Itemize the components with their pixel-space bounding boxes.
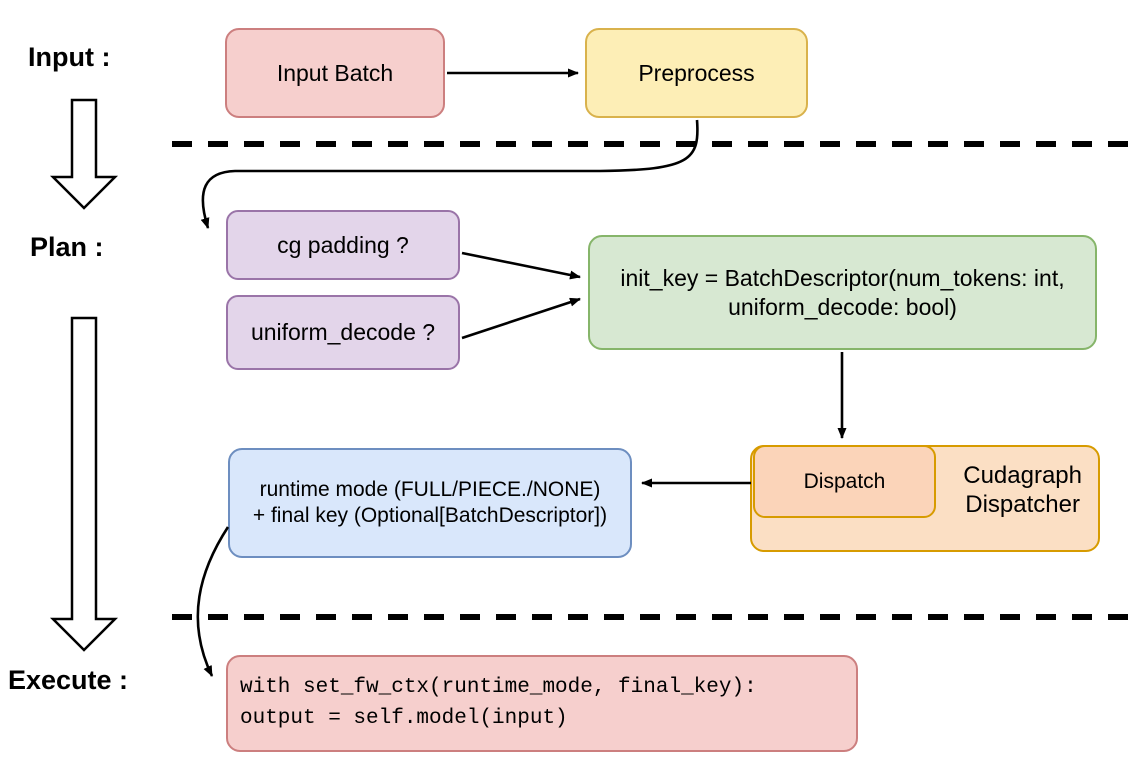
- node-preprocess-label: Preprocess: [638, 59, 755, 86]
- node-runtime-mode-label: runtime mode (FULL/PIECE./NONE) + final …: [252, 478, 608, 527]
- node-preprocess[interactable]: Preprocess: [585, 28, 808, 118]
- node-cudagraph-dispatcher-label: Cudagraph Dispatcher: [963, 462, 1082, 519]
- node-cg-padding-label: cg padding ?: [277, 231, 409, 258]
- stage-arrow-plan-to-execute: [49, 316, 119, 652]
- node-uniform-decode-label: uniform_decode ?: [250, 319, 436, 346]
- arrow-runtime-mode-to-code-block: [196, 526, 230, 677]
- node-init-key-label: init_key = BatchDescriptor(num_tokens: i…: [620, 265, 1065, 320]
- node-code-block[interactable]: with set_fw_ctx(runtime_mode, final_key)…: [226, 655, 858, 752]
- node-code-block-label: with set_fw_ctx(runtime_mode, final_key)…: [240, 676, 757, 730]
- node-cg-padding[interactable]: cg padding ?: [226, 210, 460, 280]
- arrow-cg-padding-to-init-key: [461, 251, 581, 280]
- stage-arrow-input-to-plan: [49, 98, 119, 210]
- lane-label-plan: Plan :: [30, 232, 104, 262]
- node-input-batch-label: Input Batch: [276, 59, 394, 86]
- lane-label-execute: Execute :: [8, 665, 129, 695]
- node-uniform-decode[interactable]: uniform_decode ?: [226, 295, 460, 370]
- node-dispatch-label: Dispatch: [803, 469, 886, 493]
- arrow-uniform-decode-to-init-key: [461, 297, 581, 340]
- lane-label-input: Input :: [28, 42, 111, 72]
- node-input-batch[interactable]: Input Batch: [225, 28, 445, 118]
- node-dispatch[interactable]: Dispatch: [753, 445, 936, 518]
- node-init-key[interactable]: init_key = BatchDescriptor(num_tokens: i…: [588, 235, 1097, 350]
- node-runtime-mode[interactable]: runtime mode (FULL/PIECE./NONE) + final …: [228, 448, 632, 558]
